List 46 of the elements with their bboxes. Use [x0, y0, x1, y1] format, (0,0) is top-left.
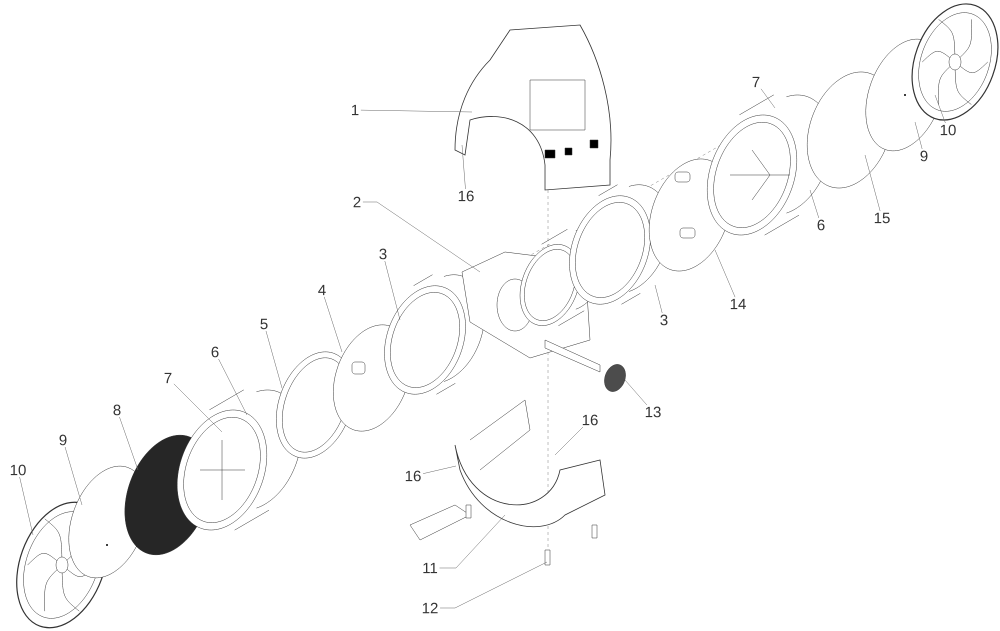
callout-number: 9 — [60, 434, 66, 446]
callout-number: 4 — [318, 284, 326, 296]
callout-number: 10 — [940, 124, 956, 136]
callout-number: 2 — [354, 196, 360, 208]
callout-number: 16 — [406, 470, 421, 482]
callout-number: 9 — [920, 150, 928, 162]
callout-number: 1 — [352, 104, 358, 116]
callout-number: 8 — [114, 404, 121, 416]
leader-line — [624, 380, 648, 406]
leader-line — [64, 446, 82, 506]
callout-number: 14 — [730, 298, 746, 310]
leader-line — [266, 330, 282, 388]
leader-line — [914, 122, 922, 150]
leader-line — [174, 384, 222, 432]
leader-line — [19, 476, 34, 536]
callout-number: 7 — [164, 372, 172, 384]
callout-number: 6 — [818, 220, 825, 230]
callout-number: 16 — [458, 190, 474, 202]
leader-line — [440, 562, 548, 608]
callout-number: 13 — [646, 406, 661, 418]
callout-number: 12 — [422, 602, 438, 614]
leader-line — [360, 110, 472, 112]
leader-line — [119, 416, 138, 470]
leader-line — [362, 202, 480, 272]
leader-line — [760, 88, 776, 108]
callout-number: 7 — [752, 76, 760, 88]
callout-number: 11 — [423, 562, 438, 574]
leader-line — [864, 154, 880, 212]
leader-line — [810, 190, 820, 218]
callout-number: 10 — [10, 464, 26, 476]
leader-line — [422, 466, 456, 474]
callout-number: 3 — [379, 248, 387, 260]
leader-line — [324, 296, 342, 352]
callout-number: 15 — [874, 212, 890, 224]
leader-line — [554, 426, 584, 456]
leader-line — [714, 250, 736, 298]
leader-line — [384, 260, 400, 320]
leader-line — [439, 514, 506, 568]
callout-number: 3 — [660, 314, 668, 326]
leader-line — [654, 284, 662, 314]
leader-line — [462, 144, 466, 190]
callout-number: 16 — [582, 414, 598, 426]
leader-line — [218, 358, 248, 416]
callout-number: 6 — [212, 346, 219, 358]
leader-line — [934, 94, 946, 124]
callout-number: 5 — [260, 318, 268, 330]
